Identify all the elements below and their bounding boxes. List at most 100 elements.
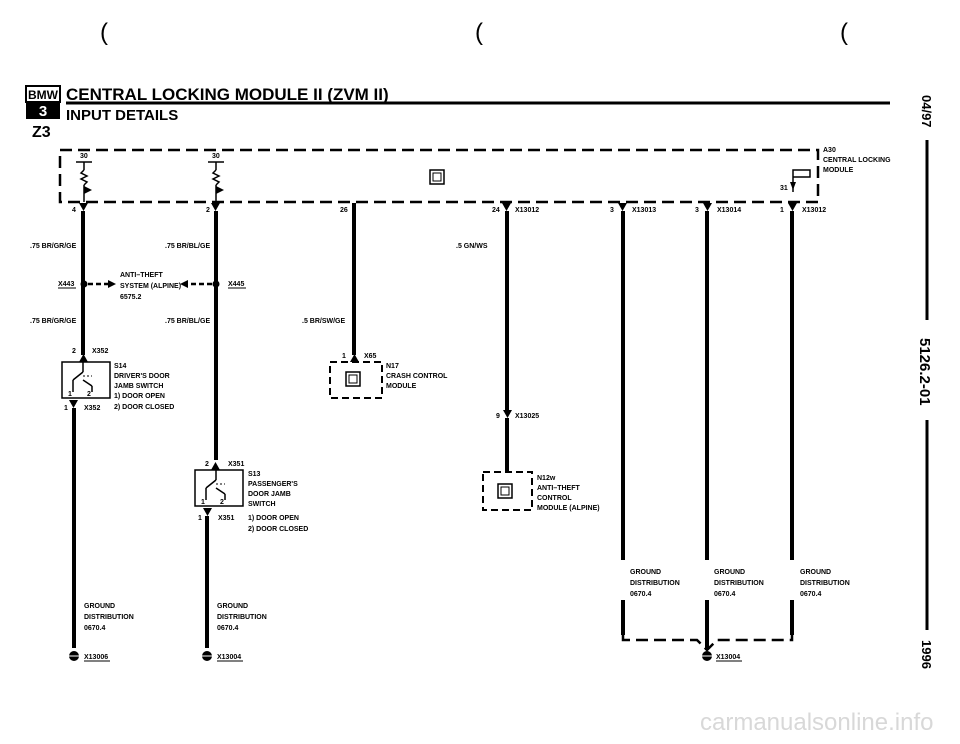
ground-ref: 0670.4	[84, 625, 106, 632]
module-name-line1: CENTRAL LOCKING	[823, 157, 891, 164]
year-label: 1996	[919, 640, 934, 669]
s13-switch-box	[194, 469, 244, 507]
wire-color-label: .5 GN/WS	[456, 243, 488, 250]
s13-state-1: 1) DOOR OPEN	[248, 515, 299, 522]
connector-pin-24	[502, 203, 511, 211]
wire-color-label: .75 BR/BL/GE	[165, 318, 210, 325]
s13-state-2: 2) DOOR CLOSED	[248, 526, 308, 533]
pin-2: 2	[205, 461, 209, 468]
pin-2: 2	[72, 348, 76, 355]
ground-icon	[701, 651, 713, 661]
scan-mark: (	[840, 19, 848, 46]
connector-x65-label: X65	[364, 353, 377, 360]
switch-contact-icon	[205, 470, 226, 500]
badge-text: BMW	[28, 88, 59, 102]
module-name-line2: MODULE	[823, 167, 854, 174]
page-subtitle: INPUT DETAILS	[66, 107, 178, 124]
ground-label: DISTRIBUTION	[630, 580, 680, 587]
connector-pin-1	[788, 203, 797, 211]
pin-26: 26	[340, 207, 348, 214]
connector-x13012: X13012	[515, 207, 539, 214]
ground-icon	[68, 651, 80, 661]
pin-1: 1	[198, 515, 202, 522]
n17-boundary	[329, 361, 383, 399]
doc-code: 5126.2-01	[916, 338, 933, 406]
ground-connector-label: X13006	[84, 654, 108, 661]
pin-9: 9	[496, 413, 500, 420]
module-a30-boundary	[58, 148, 820, 204]
pin-31: 31	[780, 185, 788, 192]
connector-pin-4	[79, 203, 88, 211]
pin-31-ground-internal: 31	[780, 169, 811, 192]
antitheft-splice-left: X443	[58, 280, 116, 289]
wire-color-label: .75 BR/BL/GE	[165, 243, 210, 250]
series-number: 3	[39, 103, 47, 120]
scan-mark: (	[100, 19, 108, 46]
ground-ref: 0670.4	[217, 625, 239, 632]
pin-2: 2	[206, 207, 210, 214]
pin-1: 1	[780, 207, 784, 214]
s13-label-line3: SWITCH	[248, 501, 276, 508]
s14-label-line1: DRIVER'S DOOR	[114, 373, 170, 380]
connector-x352-top	[79, 354, 88, 362]
pullup-30-right: 30	[208, 153, 224, 202]
pin-4: 4	[72, 207, 76, 214]
n17-label-line2: MODULE	[386, 383, 417, 390]
n17-id: N17	[386, 363, 399, 370]
wire-color-label: .75 BR/GR/GE	[30, 318, 77, 325]
connector-pin-3a	[618, 203, 627, 211]
switch-contact-icon	[72, 362, 93, 392]
connector-x13012: X13012	[802, 207, 826, 214]
module-icon	[345, 371, 361, 387]
connector-x13013: X13013	[632, 207, 656, 214]
date-label: 04/97	[919, 95, 934, 128]
ground-bus-dashed	[621, 635, 794, 652]
switch-position-2: 2	[87, 391, 91, 398]
ground-label: GROUND	[630, 569, 661, 576]
module-icon	[497, 483, 513, 499]
terminal-30: 30	[80, 153, 88, 160]
page-title: CENTRAL LOCKING MODULE II (ZVM II)	[66, 85, 389, 104]
antitheft-label-line2: SYSTEM (ALPINE)	[120, 283, 181, 290]
n12w-label-line3: MODULE (ALPINE)	[537, 505, 600, 512]
connector-x351-bottom	[203, 508, 212, 516]
connector-x443: X443	[58, 281, 74, 288]
ground-connector-label: X13004	[716, 654, 740, 661]
model-label: Z3	[32, 124, 51, 141]
n12w-boundary	[482, 471, 533, 511]
ground-label: GROUND	[84, 603, 115, 610]
s13-label-line1: PASSENGER'S	[248, 481, 298, 488]
ground-label: DISTRIBUTION	[84, 614, 134, 621]
s14-switch-box	[61, 361, 111, 399]
pullup-30-left: 30	[76, 153, 92, 202]
ground-label: DISTRIBUTION	[217, 614, 267, 621]
watermark: carmanualsonline.info	[700, 709, 933, 736]
bmw-badge: BMW 3	[25, 85, 61, 120]
connector-x351-bottom-label: X351	[218, 515, 234, 522]
module-icon	[429, 169, 445, 185]
n12w-id: N12w	[537, 475, 556, 482]
ground-label: GROUND	[800, 569, 831, 576]
pin-24: 24	[492, 207, 500, 214]
switch-position-1: 1	[201, 499, 205, 506]
terminal-30: 30	[212, 153, 220, 160]
s13-label-line2: DOOR JAMB	[248, 491, 291, 498]
pin-3: 3	[695, 207, 699, 214]
connector-x352-bottom	[69, 400, 78, 408]
module-id: A30	[823, 147, 836, 154]
scan-mark: (	[475, 19, 483, 46]
connector-x13025-label: X13025	[515, 413, 539, 420]
s14-id: S14	[114, 363, 127, 370]
s13-id: S13	[248, 471, 261, 478]
connector-x445: X445	[228, 281, 244, 288]
switch-position-2: 2	[220, 499, 224, 506]
antitheft-splice-right: X445	[180, 280, 246, 289]
connector-x352-bottom-label: X352	[84, 405, 100, 412]
ground-label: GROUND	[714, 569, 745, 576]
ground-label: DISTRIBUTION	[800, 580, 850, 587]
n17-label-line1: CRASH CONTROL	[386, 373, 448, 380]
connector-x13025	[503, 410, 512, 418]
switch-position-1: 1	[68, 391, 72, 398]
connector-x351-label: X351	[228, 461, 244, 468]
